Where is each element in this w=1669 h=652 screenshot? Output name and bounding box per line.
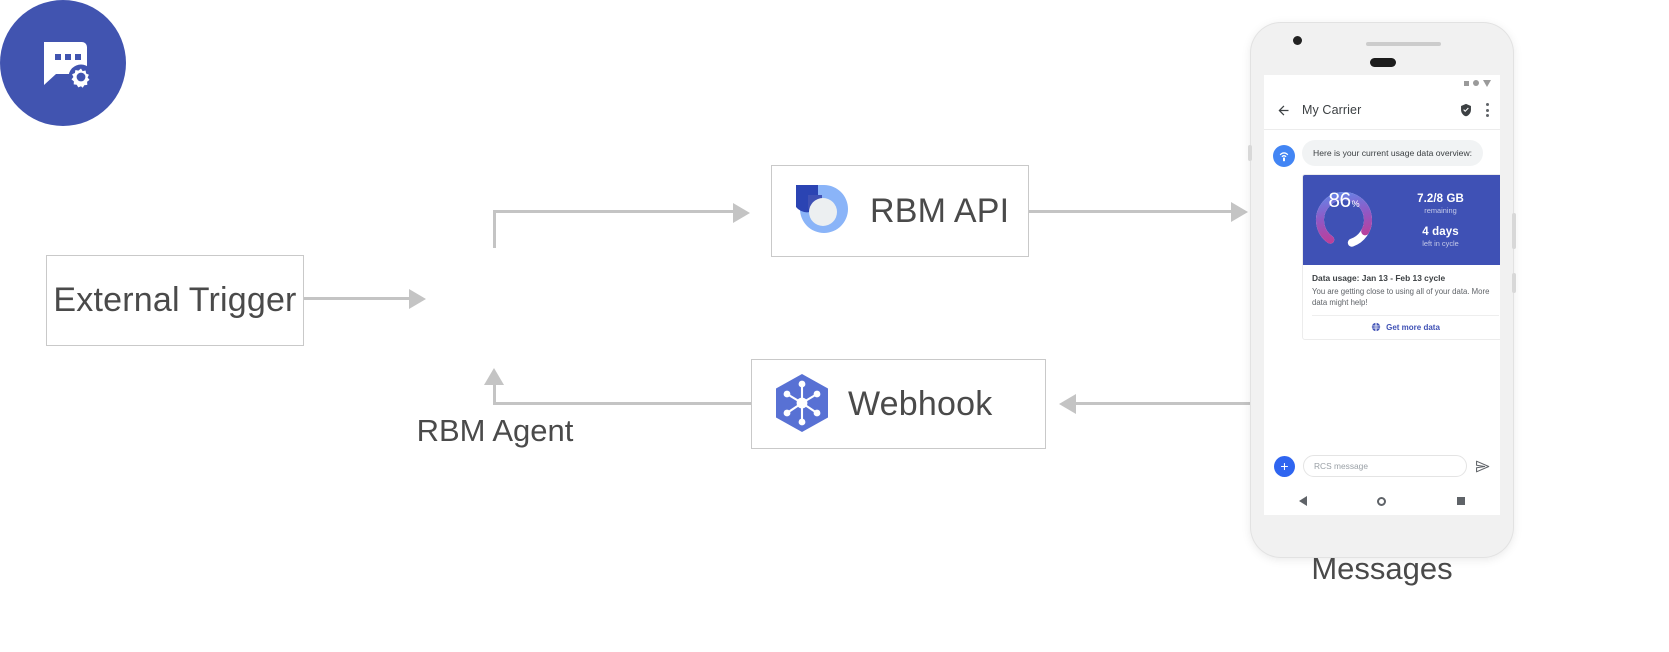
send-icon[interactable] bbox=[1475, 459, 1490, 474]
arrow-phone-to-webhook bbox=[1076, 402, 1256, 405]
webhook-hexagon-icon bbox=[776, 374, 828, 432]
phone-screen: My Carrier Here is your current usage da… bbox=[1264, 75, 1500, 515]
rcs-message-input[interactable]: RCS message bbox=[1303, 455, 1467, 477]
globe-icon bbox=[1371, 322, 1381, 332]
stat-days-value: 4 days bbox=[1422, 225, 1459, 238]
conversation-area: Here is your current usage data overview… bbox=[1264, 130, 1500, 515]
rbm-agent-label: RBM Agent bbox=[416, 413, 574, 448]
verified-shield-icon[interactable] bbox=[1459, 103, 1473, 117]
rbm-api-label: RBM API bbox=[870, 191, 1010, 230]
app-bar: My Carrier bbox=[1264, 91, 1500, 130]
status-bar bbox=[1264, 75, 1500, 91]
phone-mockup: My Carrier Here is your current usage da… bbox=[1248, 23, 1516, 557]
usage-gauge: 86 % bbox=[1313, 189, 1375, 251]
chat-gear-icon bbox=[44, 42, 94, 90]
rbm-api-box[interactable]: RBM API bbox=[771, 165, 1029, 257]
phone-volume-button[interactable] bbox=[1512, 213, 1516, 249]
phone-power-button[interactable] bbox=[1248, 145, 1252, 161]
arrow-api-to-phone-head bbox=[1231, 202, 1248, 222]
plus-icon[interactable]: + bbox=[1274, 455, 1295, 477]
nav-back-icon[interactable] bbox=[1299, 496, 1308, 506]
arrow-webhook-to-agent-head bbox=[484, 368, 504, 385]
phone-camera-icon bbox=[1293, 36, 1302, 45]
stat-data-sub: remaining bbox=[1424, 205, 1457, 215]
app-title: My Carrier bbox=[1302, 103, 1362, 117]
get-more-data-label: Get more data bbox=[1386, 322, 1440, 332]
rcs-message-placeholder: RCS message bbox=[1314, 461, 1368, 471]
stat-days-sub: left in cycle bbox=[1422, 238, 1459, 248]
gauge-percent: 86 % bbox=[1313, 189, 1375, 251]
square-icon bbox=[1464, 80, 1469, 86]
arrow-agent-to-api-head bbox=[733, 203, 750, 223]
card-body: Data usage: Jan 13 - Feb 13 cycle You ar… bbox=[1303, 265, 1500, 339]
arrow-trigger-to-agent-head bbox=[409, 289, 426, 309]
phone-speaker bbox=[1370, 58, 1396, 67]
webhook-label: Webhook bbox=[848, 384, 993, 423]
gauge-symbol: % bbox=[1351, 199, 1360, 209]
stat-data-value: 7.2/8 GB bbox=[1417, 192, 1464, 205]
nav-recents-icon[interactable] bbox=[1456, 497, 1465, 505]
message-row: Here is your current usage data overview… bbox=[1273, 140, 1491, 167]
kebab-menu-icon[interactable] bbox=[1484, 101, 1491, 119]
arrow-agent-to-api-vert bbox=[493, 210, 496, 248]
webhook-box[interactable]: Webhook bbox=[751, 359, 1046, 449]
back-arrow-icon[interactable] bbox=[1276, 103, 1291, 118]
get-more-data-button[interactable]: Get more data bbox=[1312, 315, 1499, 332]
rbm-logo-icon bbox=[796, 185, 848, 233]
arrow-webhook-to-agent-horz bbox=[493, 402, 752, 405]
hero-stats: 7.2/8 GB remaining 4 days left in cycle bbox=[1385, 193, 1496, 248]
arrow-phone-to-webhook-head bbox=[1059, 394, 1076, 414]
gauge-value: 86 bbox=[1328, 189, 1351, 212]
broadcast-tower-icon bbox=[1279, 152, 1289, 162]
messages-label: Messages bbox=[1311, 551, 1453, 586]
circle-icon bbox=[1473, 80, 1479, 86]
avatar bbox=[1273, 145, 1295, 167]
external-trigger-box[interactable]: External Trigger bbox=[46, 255, 304, 346]
phone-earpiece bbox=[1366, 42, 1441, 46]
card-hero: 86 % 7.2/8 GB remaining 4 days left in c… bbox=[1303, 175, 1500, 265]
message-bubble: Here is your current usage data overview… bbox=[1302, 140, 1484, 167]
card-title: Data usage: Jan 13 - Feb 13 cycle bbox=[1312, 273, 1446, 283]
triangle-down-icon bbox=[1483, 79, 1491, 87]
phone-side-button[interactable] bbox=[1512, 273, 1516, 293]
nav-home-icon[interactable] bbox=[1377, 496, 1387, 506]
arrow-agent-to-api-horz bbox=[493, 210, 733, 213]
rbm-agent-node[interactable] bbox=[0, 0, 126, 126]
arrow-webhook-to-agent-vert bbox=[493, 385, 496, 405]
android-nav-bar bbox=[1264, 487, 1500, 515]
arrow-trigger-to-agent bbox=[304, 297, 409, 300]
external-trigger-label: External Trigger bbox=[53, 281, 297, 319]
message-composer: + RCS message bbox=[1264, 448, 1500, 484]
data-usage-card[interactable]: 86 % 7.2/8 GB remaining 4 days left in c… bbox=[1302, 174, 1500, 341]
arrow-api-to-phone bbox=[1029, 210, 1239, 213]
card-description: You are getting close to using all of yo… bbox=[1312, 287, 1490, 308]
